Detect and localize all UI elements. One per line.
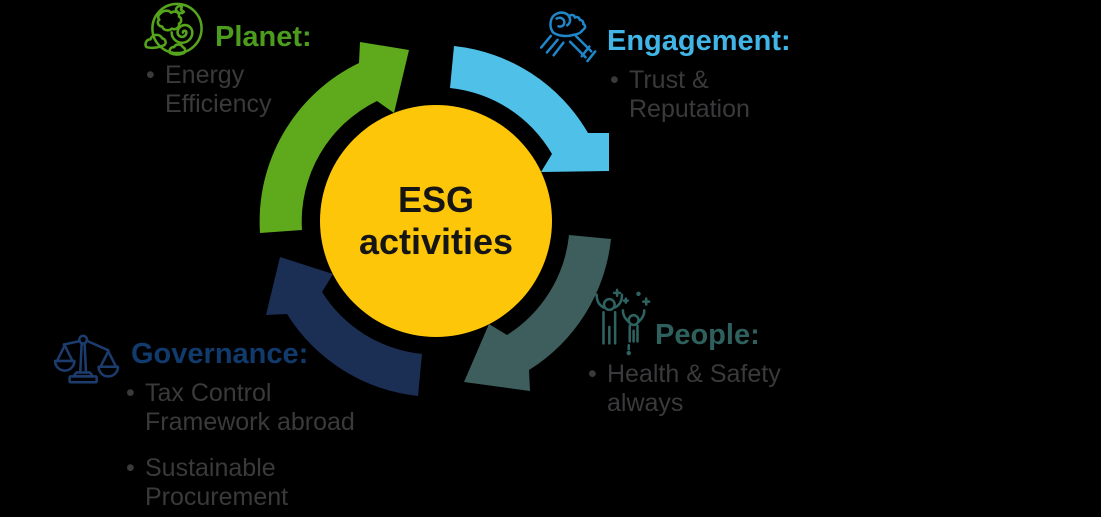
bullet-marker: • (146, 61, 155, 89)
people-heading: People: (655, 319, 760, 351)
handshake-icon (540, 11, 597, 63)
governance-bullets: • Tax Control Framework abroad • Sustain… (126, 379, 376, 512)
bullet-marker: • (610, 66, 619, 94)
center-label-line1: ESG (397, 178, 475, 220)
people-arrow (464, 235, 611, 391)
bullet-text: Sustainable Procurement (145, 454, 289, 511)
governance-arrow (266, 257, 422, 396)
bullet-text: Tax Control Framework abroad (145, 379, 355, 436)
bullet-marker: • (126, 454, 135, 482)
planet-bullets: • Energy Efficiency (146, 61, 281, 119)
people-bullets: • Health & Safety always (588, 360, 798, 418)
bullet-marker: • (588, 360, 597, 388)
engagement-heading: Engagement: (607, 25, 791, 57)
planet-heading: Planet: (215, 21, 312, 53)
governance-heading: Governance: (131, 338, 309, 370)
bullet-text: Energy Efficiency (165, 61, 272, 118)
bullet-text: Trust & Reputation (629, 66, 750, 123)
engagement-arrow (450, 46, 609, 172)
center-label: ESG activities (320, 105, 552, 337)
list-item: • Health & Safety always (588, 360, 798, 418)
list-item: • Sustainable Procurement (126, 454, 376, 512)
list-item: • Trust & Reputation (610, 66, 760, 124)
planet-arrow (259, 42, 409, 233)
globe-doodle-icon (144, 2, 203, 56)
bullet-text: Health & Safety always (607, 360, 781, 417)
bullet-marker: • (126, 379, 135, 407)
list-item: • Tax Control Framework abroad (126, 379, 376, 437)
engagement-bullets: • Trust & Reputation (610, 66, 760, 124)
center-label-line2: activities (358, 221, 514, 262)
center-circle (320, 105, 552, 337)
scales-of-justice-icon (54, 334, 120, 384)
cheering-people-icon (595, 288, 651, 356)
list-item: • Energy Efficiency (146, 61, 281, 119)
